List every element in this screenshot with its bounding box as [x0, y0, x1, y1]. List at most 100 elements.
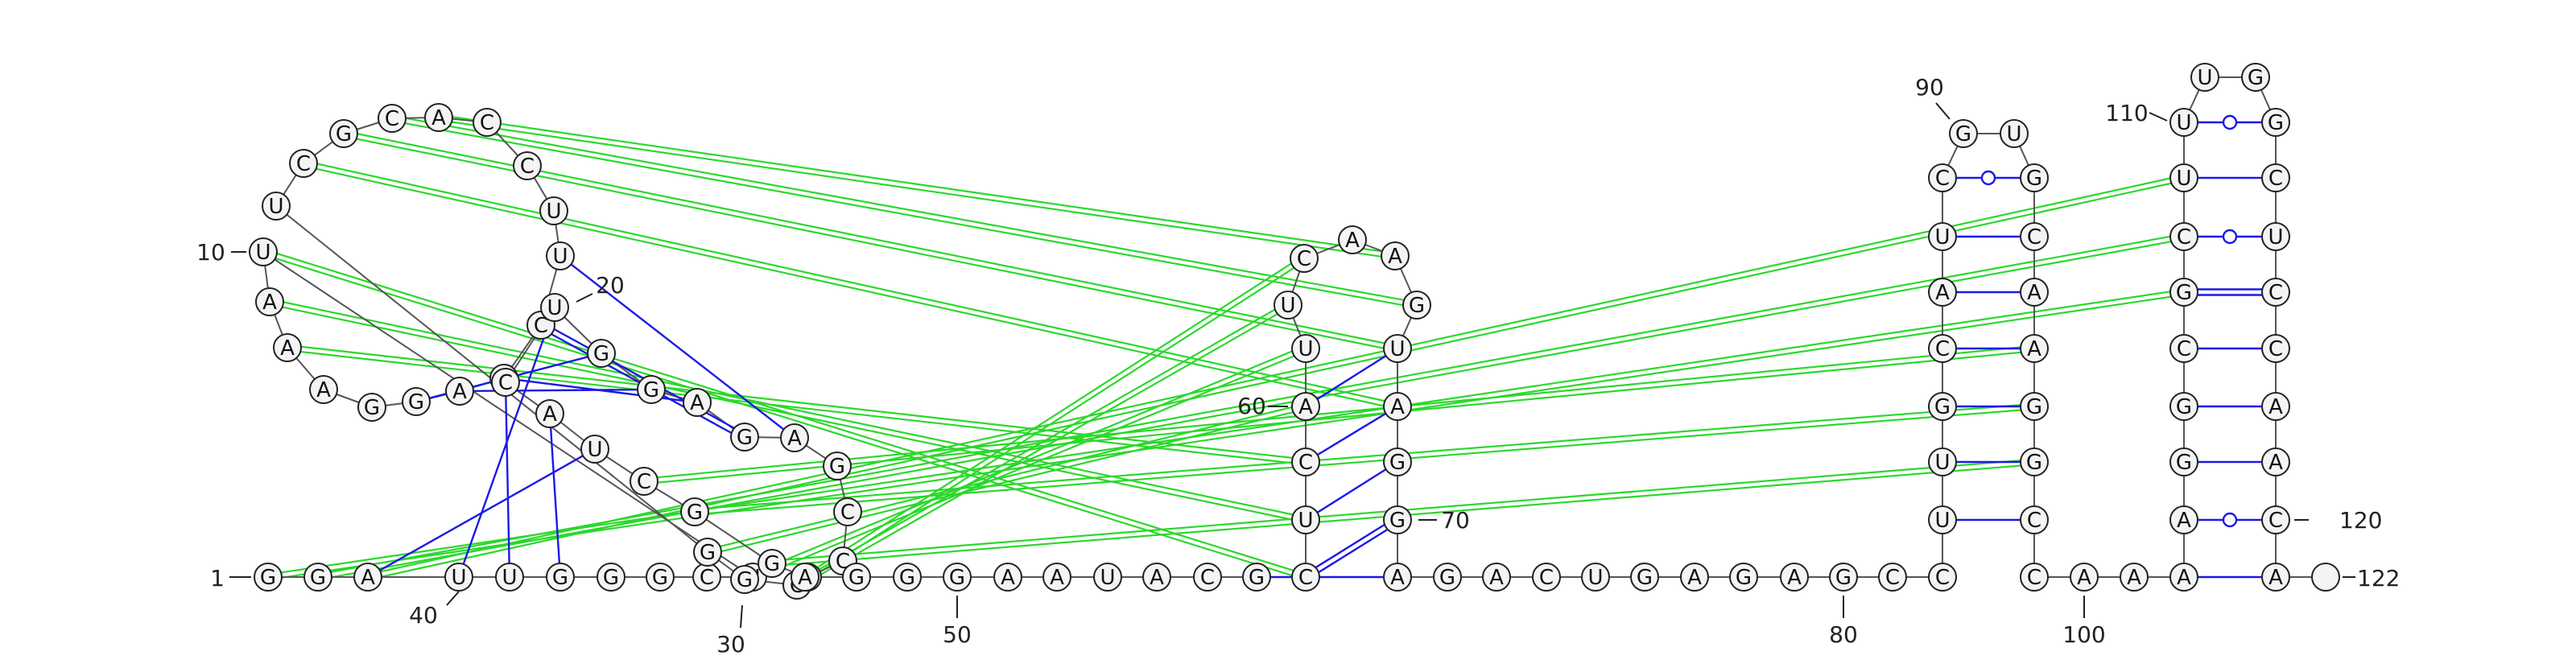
nucleotide-circle [273, 333, 302, 362]
nucleotide-letter: G [1439, 566, 1455, 590]
nucleotide-letter: G [1389, 451, 1406, 475]
nucleotide: A [353, 563, 382, 592]
nucleotide-circle [2020, 334, 2049, 363]
nucleotide: G [1630, 563, 1659, 592]
nucleotide-letter: G [829, 455, 845, 479]
nucleotide: A [1482, 563, 1511, 592]
nucleotide-letter: U [2197, 66, 2212, 90]
nucleotide-letter: G [1409, 294, 1425, 318]
nucleotide-circle [2020, 563, 2049, 592]
nucleotide-letter: C [840, 501, 855, 525]
nucleotide-letter: U [587, 438, 602, 462]
nucleotide-letter: G [700, 541, 716, 565]
nucleotide: U [1928, 505, 1957, 534]
wobble-pair-marker [1980, 170, 1996, 186]
nucleotide-letter: C [700, 566, 714, 590]
nucleotide-letter: G [899, 566, 915, 590]
nucleotide-letter: U [1280, 294, 1295, 318]
position-label: 90 [1915, 74, 1944, 101]
nucleotide: U [540, 293, 569, 322]
nucleotide-letter: U [2176, 167, 2191, 191]
nucleotide-circle [402, 387, 431, 416]
nucleotide: C [1193, 563, 1222, 592]
nucleotide: U [2169, 163, 2198, 192]
position-label: 80 [1829, 621, 1858, 648]
nucleotide-letter: A [361, 566, 375, 590]
nucleotide-circle [2261, 334, 2290, 363]
nucleotide-circle [1291, 505, 1320, 534]
nucleotide-letter: U [2268, 225, 2283, 249]
nucleotide-circle [2169, 163, 2198, 192]
nucleotide-circle [2020, 163, 2049, 192]
position-label: 30 [716, 631, 745, 658]
nucleotide-letter: C [296, 152, 311, 176]
nucleotide: A [2261, 447, 2290, 476]
nucleotide-letter: U [546, 200, 561, 224]
nucleotide: C [2261, 163, 2290, 192]
pseudoknot-line [343, 135, 1397, 353]
nucleotide-circle [1402, 291, 1431, 320]
nucleotide: G [2020, 392, 2049, 421]
nucleotide-letter: A [1345, 229, 1360, 253]
nucleotide: A [2261, 563, 2290, 592]
nucleotide-circle [1042, 563, 1071, 592]
base-pair-line [1316, 355, 1387, 400]
nucleotide: G [1402, 291, 1431, 320]
nucleotide-circle [833, 497, 862, 526]
nucleotide-letter: G [603, 566, 619, 590]
nucleotide-circle [1928, 278, 1957, 307]
nucleotide-circle [1630, 563, 1659, 592]
nucleotide-circle [2169, 447, 2198, 476]
nucleotide-circle [1193, 563, 1222, 592]
nucleotide-circle [1383, 334, 1412, 363]
position-tick [1935, 102, 1951, 120]
nucleotide-letter: G [260, 566, 276, 590]
nucleotide-letter: U [1587, 566, 1603, 590]
nucleotide: A [791, 563, 819, 592]
nucleotide-circle [1383, 505, 1412, 534]
nucleotide-circle [1928, 563, 1957, 592]
nucleotide-letter: G [364, 396, 380, 420]
nucleotide-circle [1928, 222, 1957, 251]
nucleotide-letter: C [1935, 167, 1950, 191]
nucleotide: U [1383, 334, 1412, 363]
nucleotide-circle [2261, 222, 2290, 251]
nucleotide: A [1381, 241, 1410, 270]
position-tick [576, 293, 593, 303]
nucleotide: G [1383, 447, 1412, 476]
nucleotide-circle [2261, 447, 2290, 476]
pseudoknot-line [368, 179, 2185, 581]
nucleotide: U [580, 435, 609, 464]
nucleotide-letter: G [652, 566, 668, 590]
nucleotide-circle [535, 399, 564, 428]
nucleotide: C [491, 368, 520, 397]
nucleotide: A [255, 287, 284, 316]
nucleotide-circle [2070, 563, 2099, 592]
nucleotide-letter: C [2027, 225, 2041, 249]
nucleotide-circle [546, 241, 575, 270]
nucleotide-letter: C [385, 107, 399, 131]
pseudoknot-line [708, 408, 1307, 556]
pseudoknot-line [808, 259, 1307, 580]
nucleotide-letter: A [787, 427, 802, 451]
base-pair-line [1315, 523, 1385, 569]
nucleotide-circle [1928, 392, 1957, 421]
pseudoknot-line [743, 345, 1306, 579]
nucleotide-letter: G [2176, 395, 2192, 419]
nucleotide-letter: A [431, 106, 446, 130]
nucleotide-letter: C [1297, 247, 1311, 271]
nucleotide-letter: C [1200, 566, 1215, 590]
nucleotide: C [2020, 563, 2049, 592]
nucleotide-circle [842, 563, 871, 592]
base-pair-line [549, 427, 561, 564]
pseudoknot-line [795, 302, 1287, 584]
nucleotide-letter: U [1389, 337, 1405, 361]
nucleotide: U [1274, 291, 1302, 320]
nucleotide-circle [2261, 163, 2290, 192]
nucleotide-letter: A [2027, 337, 2041, 361]
nucleotide: G [303, 563, 332, 592]
nucleotide-letter: A [1935, 281, 1950, 305]
nucleotide: U [2169, 108, 2198, 137]
nucleotide-letter: U [547, 296, 562, 320]
